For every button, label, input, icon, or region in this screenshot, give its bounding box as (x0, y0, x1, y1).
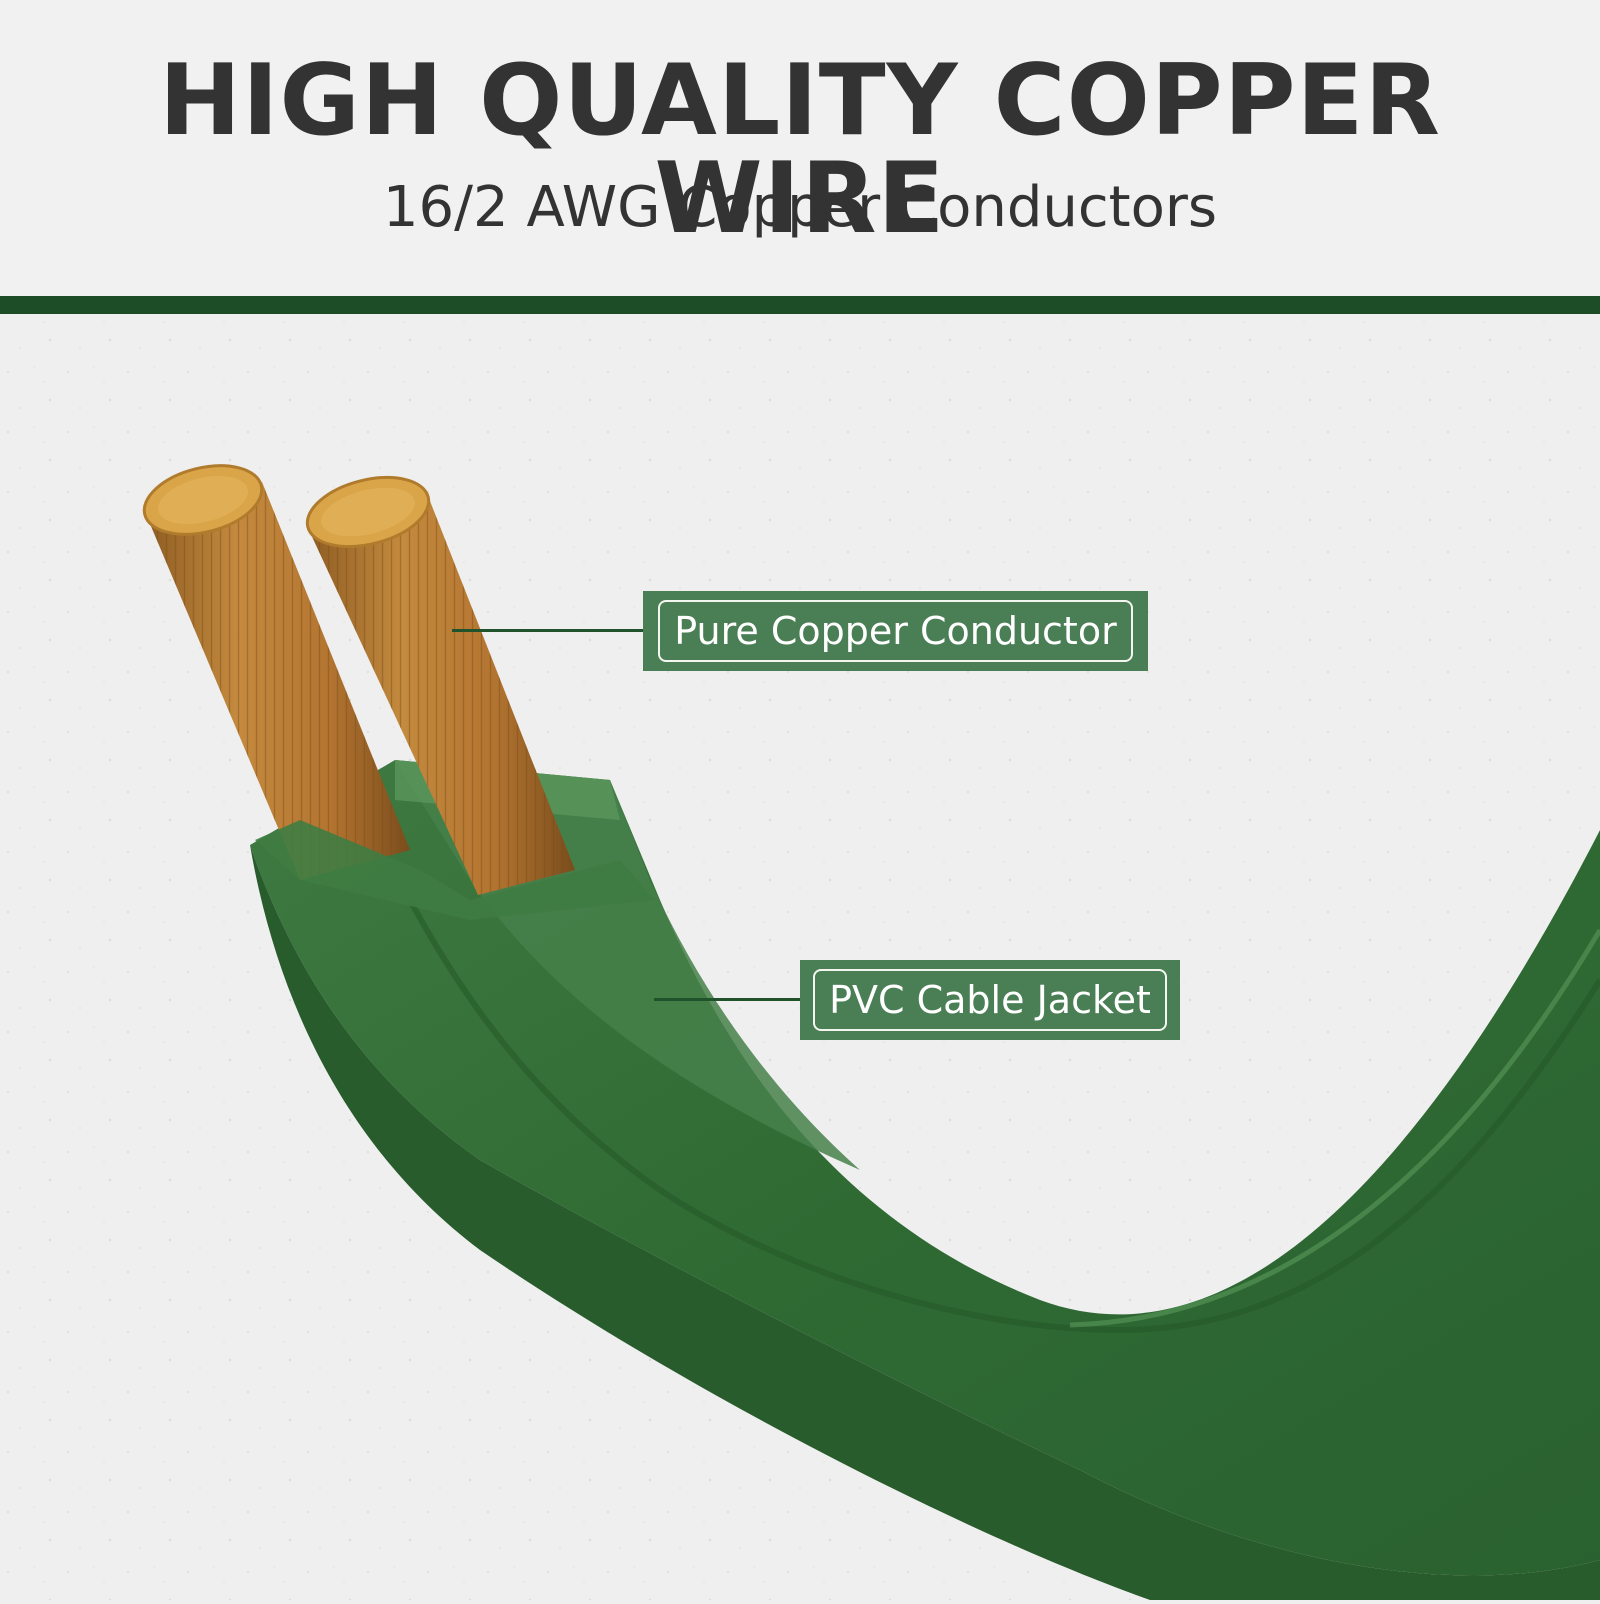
copper-conductor-right (305, 476, 575, 895)
jacket-callout: PVC Cable Jacket (800, 960, 1180, 1040)
jacket-lip (255, 820, 655, 920)
page-title: HIGH QUALITY COPPER WIRE (159, 44, 1441, 256)
conductor-callout: Pure Copper Conductor (643, 591, 1148, 671)
header-divider (0, 296, 1600, 314)
conductor-leader-line (452, 629, 644, 632)
product-illustration (0, 314, 1600, 1600)
cable-illustration (0, 314, 1600, 1600)
jacket-leader-line (654, 998, 802, 1001)
jacket-callout-label: PVC Cable Jacket (813, 969, 1167, 1031)
header-band: HIGH QUALITY COPPER WIRE 16/2 AWG Copper… (0, 0, 1600, 296)
page-subtitle: 16/2 AWG Copper Conductors (382, 175, 1218, 240)
conductor-callout-label: Pure Copper Conductor (658, 600, 1133, 662)
copper-conductor-left (142, 464, 410, 880)
